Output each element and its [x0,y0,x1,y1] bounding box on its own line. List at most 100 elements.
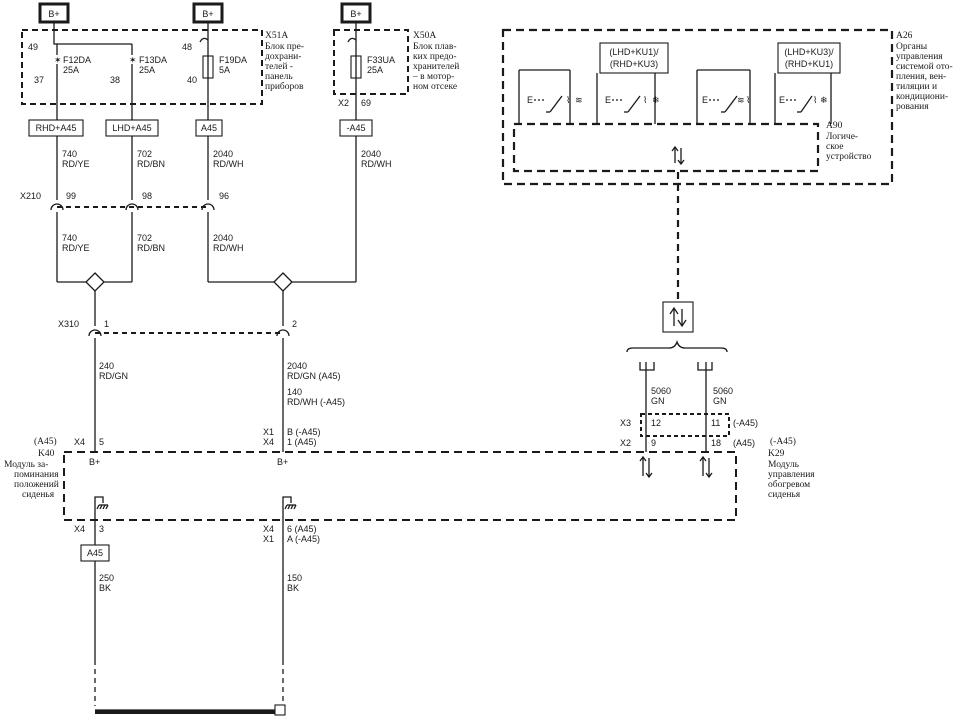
x50a-id: X50A [413,31,436,41]
svg-text:RD/BN: RD/BN [137,159,165,169]
svg-text:2040: 2040 [287,361,307,371]
svg-text:X3: X3 [620,418,631,428]
x51a-desc: телей - [265,61,293,72]
svg-text:5060: 5060 [651,386,671,396]
svg-text:Органы: Органы [896,42,928,52]
svg-text:98: 98 [142,191,152,201]
x51a-desc: Блок пре- [265,42,304,52]
a26-label: A26 Органы управления системой ото- плен… [896,31,953,112]
option-box-lhd: LHD+A45 [105,119,159,137]
svg-text:сиденья: сиденья [22,490,55,500]
option-box-a45: A45 [195,119,223,137]
x50a-desc: ких предо- [413,52,457,62]
fan-switch-2: (LHD+KU3)/ (RHD+KU1) E ⌇ ❄ [774,42,841,124]
svg-text:поминания: поминания [14,470,59,480]
data-link-icon [662,301,694,333]
svg-text:E: E [605,95,611,105]
fuse-name: F13DA [139,55,167,65]
k29-connectors: X3 12 11 (-A45) X2 9 18 (A45) [620,413,758,448]
x50a-desc: хранителей [413,61,459,72]
connector-id: X310 [58,319,79,329]
svg-text:(A45): (A45) [733,438,755,448]
svg-text:18: 18 [711,438,721,448]
fuse-name: F19DA [219,55,247,65]
bplus-label: B+ [48,9,59,19]
svg-text:96: 96 [219,191,229,201]
svg-text:A (-A45): A (-A45) [287,534,320,544]
x50a-desc: – в мотор- [412,72,454,82]
fuse-rating: 25A [367,65,383,75]
svg-text:140: 140 [287,387,302,397]
svg-text:2040: 2040 [213,233,233,243]
bidirectional-arrow-icon [699,455,713,479]
svg-text:Модуль: Модуль [768,460,800,470]
seat-heat-switch-2: E ≋ ⌇ [696,69,751,124]
fuse-f13da: ✶ F13DA 25A 38 [110,44,167,104]
connector-x310: X310 1 2 [58,319,297,337]
svg-text:пления, вен-: пления, вен- [896,72,946,82]
bplus-pin-label: B+ [277,457,288,467]
svg-text:(RHD+KU3): (RHD+KU3) [610,59,658,69]
x51a-desc: дохрани- [265,52,301,62]
svg-text:RD/GN (A45): RD/GN (A45) [287,371,341,381]
connector-id: X2 [338,98,349,108]
svg-text:A45: A45 [201,123,217,133]
svg-text:12: 12 [651,418,661,428]
k29-label: (-A45) K29 Модуль управления обогревом с… [768,436,815,500]
svg-text:702: 702 [137,233,152,243]
pin-number: 48 [182,42,192,52]
connector-id: X210 [20,191,41,201]
svg-text:устройство: устройство [826,151,872,162]
svg-text:X4: X4 [263,437,274,447]
connector-x210: X210 99 98 96 [20,191,229,211]
svg-text:1 (A45): 1 (A45) [287,437,317,447]
svg-text:702: 702 [137,149,152,159]
svg-text:9: 9 [651,438,656,448]
svg-text:кондициони-: кондициони- [896,92,948,102]
svg-text:LHD+A45: LHD+A45 [112,123,151,133]
svg-text:150: 150 [287,573,302,583]
fuse-f12da: 49 ✶ F12DA 25A 37 [28,42,91,104]
a90-label: A90 Логиче- ское устройство [826,121,872,162]
svg-text:(-A45): (-A45) [733,418,758,428]
a26-hvac-controls [501,28,894,186]
svg-text:E: E [527,95,533,105]
svg-text:K40: K40 [38,449,55,459]
option-box-rhd: RHD+A45 [28,119,84,137]
x50a-desc: Блок плав- [413,42,457,52]
bidirectional-arrow-icon [639,455,653,479]
ground-icon [282,496,297,520]
x51a-desc: приборов [265,81,304,92]
svg-text:RD/WH: RD/WH [361,159,392,169]
svg-text:X1: X1 [263,427,274,437]
fuse-f33ua: F33UA 25A X2 69 [338,30,395,120]
svg-text:GN: GN [651,396,665,406]
option-box-na45: -A45 [339,119,373,137]
svg-text:6 (A45): 6 (A45) [287,524,317,534]
x50a-desc: ном отсеке [413,82,457,92]
svg-text:B (-A45): B (-A45) [287,427,321,437]
pin-number: 40 [187,75,197,85]
pin-number: 37 [34,75,44,85]
svg-text:X2: X2 [620,438,631,448]
svg-text:RD/YE: RD/YE [62,159,90,169]
svg-text:X4: X4 [74,437,85,447]
seat-icon: ⌇ [643,95,647,105]
seat-heat-switch-1: E ⌇ ≋ [518,69,583,124]
svg-text:RD/GN: RD/GN [99,371,128,381]
svg-text:-A45: -A45 [346,123,365,133]
svg-text:(-A45): (-A45) [770,436,796,447]
heat-waves-icon: ≋ [737,95,745,105]
svg-text:K29: K29 [768,449,785,459]
svg-text:обогревом: обогревом [768,479,810,490]
svg-text:X4: X4 [74,524,85,534]
option-box-a45-ground: A45 [80,544,110,562]
bplus-terminal-1: B+ [38,2,70,24]
svg-text:740: 740 [62,233,77,243]
svg-text:RD/WH: RD/WH [213,243,244,253]
svg-text:BK: BK [99,583,111,593]
svg-text:RD/WH: RD/WH [213,159,244,169]
svg-text:управления: управления [896,52,943,62]
svg-text:(A45): (A45) [34,436,57,447]
